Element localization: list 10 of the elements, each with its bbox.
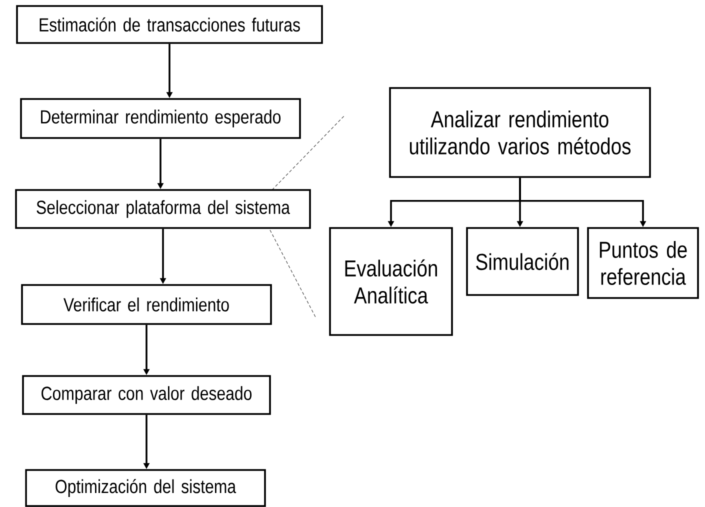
process-box: Seleccionar plataforma del sistema (15, 189, 311, 229)
process-box: Evaluación Analítica (329, 227, 453, 336)
process-box: Comparar con valor deseado (22, 375, 271, 415)
process-box: Simulación (466, 227, 579, 296)
process-box: Optimización del sistema (25, 469, 266, 507)
process-box: Analizar rendimiento utilizando varios métodos (389, 87, 651, 178)
process-box: Verificar el rendimiento (21, 284, 272, 325)
process-box: Estimación de transacciones futuras (16, 5, 323, 44)
process-box: Puntos de referencia (587, 227, 699, 299)
process-box: Determinar rendimiento esperado (20, 98, 301, 139)
